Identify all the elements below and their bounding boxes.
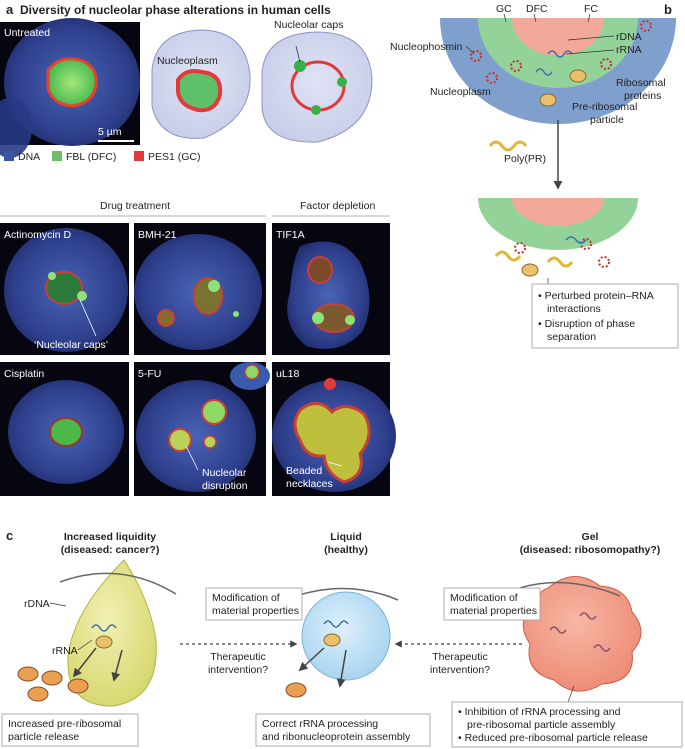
legend-swatch-fbl bbox=[52, 151, 62, 161]
label-nucleolar-disruption-2: disruption bbox=[202, 480, 248, 492]
label-gc: GC bbox=[496, 3, 512, 15]
label-nucleolar-caps-quote: ‘Nucleolar caps’ bbox=[34, 339, 108, 351]
micrograph-actinomycin: Actinomycin D ‘Nucleolar caps’ bbox=[0, 223, 129, 355]
ther-left-2: intervention? bbox=[208, 664, 268, 676]
label-rdna-b: rDNA bbox=[616, 31, 642, 43]
label-nucleophosmin: Nucleophosmin bbox=[390, 41, 463, 53]
label-nucleoplasm: Nucleoplasm bbox=[157, 55, 218, 67]
label-rrna-b: rRNA bbox=[616, 44, 642, 56]
title-right-1: Gel bbox=[582, 531, 599, 543]
box-mod-right bbox=[443, 587, 541, 621]
panel-c-letter: c bbox=[6, 528, 13, 543]
title-mid-2: (healthy) bbox=[324, 544, 368, 556]
box-right-1: • Inhibition of rRNA processing and bbox=[458, 706, 621, 718]
panel-a-title: Diversity of nucleolar phase alterations… bbox=[20, 3, 331, 17]
cell-cartoon-nucleoplasm: Nucleoplasm bbox=[151, 29, 251, 139]
label-cisplatin: Cisplatin bbox=[4, 368, 44, 380]
panel-a-letter: a bbox=[6, 2, 14, 17]
label-beaded-2: necklaces bbox=[286, 478, 333, 490]
micrograph-untreated: Untreated 5 µm bbox=[0, 18, 140, 158]
label-untreated: Untreated bbox=[4, 27, 50, 39]
title-mid-1: Liquid bbox=[330, 531, 362, 543]
legend-label-dna: DNA bbox=[18, 151, 40, 163]
label-ribosomal-1: Ribosomal bbox=[616, 77, 666, 89]
legend-swatch-pes1 bbox=[134, 151, 144, 161]
box-right bbox=[451, 701, 683, 748]
box-b-line-4: separation bbox=[547, 331, 596, 343]
proteins-b-top bbox=[470, 20, 652, 107]
label-fc: FC bbox=[584, 3, 598, 15]
box-right-2: pre-ribosomal particle assembly bbox=[467, 719, 616, 731]
label-bmh21: BMH-21 bbox=[138, 229, 177, 241]
panel-b-letter: b bbox=[664, 2, 672, 17]
box-left-1: Increased pre-ribosomal bbox=[8, 718, 121, 730]
micrograph-cisplatin: Cisplatin bbox=[0, 362, 129, 496]
cell-cartoon-caps: Nucleolar caps bbox=[261, 19, 373, 143]
scale-bar: 5 µm bbox=[98, 126, 122, 138]
micrograph-tif1a: TIF1A bbox=[272, 223, 390, 355]
box-b-line-1: • Perturbed protein–RNA bbox=[538, 290, 654, 302]
title-right-2: (diseased: ribosomopathy?) bbox=[520, 544, 661, 556]
ther-right-1: Therapeutic bbox=[432, 651, 487, 663]
box-b-line-2: interactions bbox=[547, 303, 601, 315]
mod-right-2: material properties bbox=[450, 605, 537, 617]
label-ul18: uL18 bbox=[276, 368, 300, 380]
label-rdna-c: rDNA bbox=[24, 598, 50, 610]
box-b-line-3: • Disruption of phase bbox=[538, 318, 635, 330]
label-nucleoplasm-b: Nucleoplasm bbox=[430, 86, 491, 98]
mod-left-1: Modification of bbox=[212, 592, 280, 604]
box-right-3: • Reduced pre-ribosomal particle release bbox=[458, 732, 648, 744]
droplet-liquid bbox=[285, 587, 399, 698]
box-left-2: particle release bbox=[8, 731, 79, 743]
label-ribosomal-2: proteins bbox=[624, 90, 661, 102]
nucleolus-layers-disrupted bbox=[478, 198, 638, 250]
label-preribo-1: Pre-ribosomal bbox=[572, 101, 637, 113]
box-left bbox=[1, 713, 139, 747]
micrograph-bmh21: BMH-21 bbox=[134, 223, 266, 355]
ther-right-2: intervention? bbox=[430, 664, 490, 676]
mod-left-2: material properties bbox=[212, 605, 299, 617]
ther-left-1: Therapeutic bbox=[210, 651, 265, 663]
label-nucleolar-caps: Nucleolar caps bbox=[274, 19, 343, 31]
label-rrna-c: rRNA bbox=[52, 645, 78, 657]
micrograph-5fu: 5-FU Nucleolar disruption bbox=[134, 362, 270, 496]
box-mod-left bbox=[205, 587, 303, 621]
label-beaded-1: Beaded bbox=[286, 465, 322, 477]
box-mid-1: Correct rRNA processing bbox=[262, 718, 378, 730]
dispersed-proteins-b bbox=[494, 236, 610, 277]
legend-swatch-dna bbox=[4, 151, 14, 161]
header-factor-depletion: Factor depletion bbox=[300, 200, 375, 212]
box-b bbox=[531, 283, 679, 349]
title-left-1: Increased liquidity bbox=[64, 531, 156, 543]
label-nucleolar-disruption-1: Nucleolar bbox=[202, 467, 247, 479]
droplet-increased-liquidity bbox=[17, 559, 177, 707]
mod-right-1: Modification of bbox=[450, 592, 518, 604]
box-mid bbox=[255, 713, 431, 747]
micrograph-ul18: uL18 Beaded necklaces bbox=[272, 362, 396, 496]
label-tif1a: TIF1A bbox=[276, 229, 305, 241]
legend: DNA FBL (DFC) PES1 (GC) bbox=[4, 151, 201, 163]
label-polypr: Poly(PR) bbox=[504, 153, 546, 165]
legend-label-fbl: FBL (DFC) bbox=[66, 151, 116, 163]
box-mid-2: and ribonucleoprotein assembly bbox=[262, 731, 411, 743]
gel-ribosomopathy bbox=[519, 576, 642, 703]
header-drug-treatment: Drug treatment bbox=[100, 200, 170, 212]
label-5fu: 5-FU bbox=[138, 368, 161, 380]
label-actinomycin: Actinomycin D bbox=[4, 229, 72, 241]
label-preribo-2: particle bbox=[590, 114, 624, 126]
label-dfc: DFC bbox=[526, 3, 548, 15]
title-left-2: (diseased: cancer?) bbox=[61, 544, 160, 556]
legend-label-pes1: PES1 (GC) bbox=[148, 151, 201, 163]
